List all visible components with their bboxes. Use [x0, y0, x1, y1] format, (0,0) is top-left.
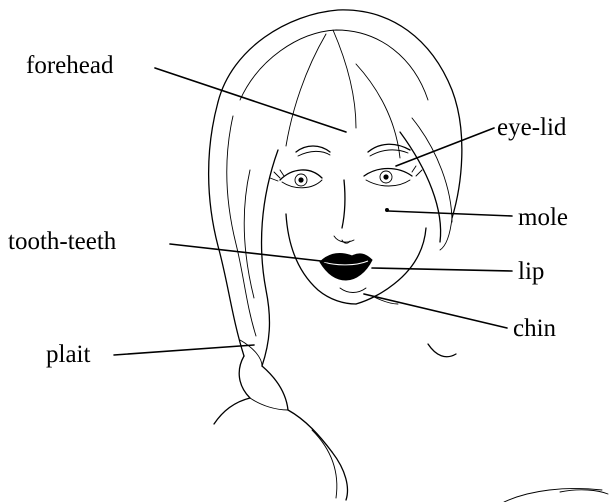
eyebrows [296, 144, 410, 156]
label-mole: mole [518, 204, 568, 231]
lips [320, 254, 372, 280]
right-eyebrow [368, 144, 410, 152]
tooth-teeth-leader-line [170, 244, 330, 262]
chin-leader-line [364, 294, 507, 328]
right-eye [364, 166, 422, 186]
nose [334, 180, 354, 243]
hair [209, 10, 608, 502]
lip-leader-line [372, 268, 512, 271]
eye-lid-line [364, 169, 412, 177]
label-chin: chin [513, 315, 557, 342]
label-lip: lip [518, 258, 544, 285]
forehead-leader-line [155, 68, 346, 132]
label-eye-lid: eye-lid [497, 114, 567, 141]
leader-lines [114, 68, 512, 355]
left-eye [270, 170, 322, 188]
mole-leader-line [388, 211, 512, 216]
label-tooth-teeth: tooth-teeth [8, 228, 117, 255]
mouth [320, 254, 372, 280]
label-forehead: forehead [26, 52, 114, 79]
labels: forehead eye-lid mole tooth-teeth lip ch… [8, 52, 568, 368]
plait-leader-line [114, 345, 254, 355]
label-plait: plait [46, 341, 90, 368]
